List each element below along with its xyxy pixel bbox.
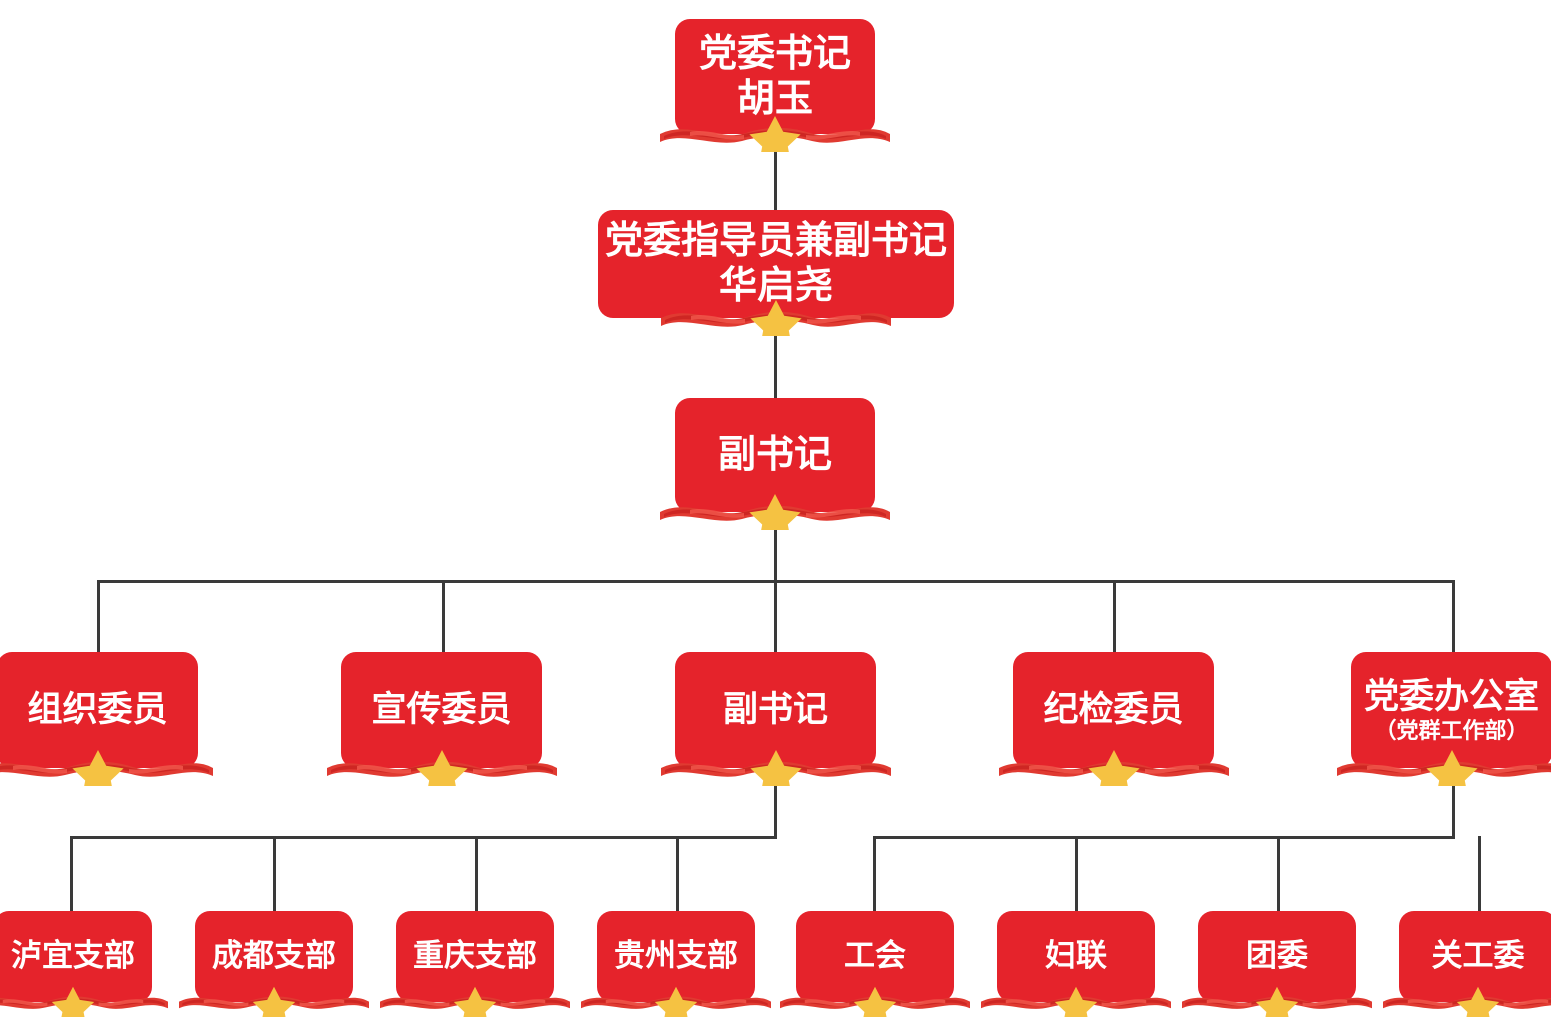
connector-secretary-to-instructor — [774, 132, 777, 210]
node-propaganda-member-box: 宣传委员 — [341, 652, 542, 768]
node-care-committee-box: 关工委 — [1399, 911, 1551, 1002]
node-branch-chongqing[interactable]: 重庆支部 — [380, 911, 570, 1017]
connector-instructor-to-deputy — [774, 316, 777, 398]
node-organization-member[interactable]: 组织委员 — [0, 652, 213, 786]
node-party-office-subtitle: （党群工作部） — [1374, 717, 1529, 743]
connector-mass-bus-to-womens-federation — [1075, 836, 1078, 914]
node-youth-league-title: 团委 — [1246, 938, 1308, 974]
connector-party-office-to-mass-bus — [1452, 770, 1455, 839]
node-party-office-box: 党委办公室 （党群工作部） — [1351, 652, 1551, 768]
connector-branch-bus-to-chengdu — [273, 836, 276, 914]
connector-branch-bus-left — [70, 836, 777, 839]
node-branch-luyi-box: 泸宜支部 — [0, 911, 152, 1002]
connector-branch-bus-to-guizhou — [676, 836, 679, 914]
connector-bus-to-organization-member — [97, 580, 100, 652]
node-discipline-member-box: 纪检委员 — [1013, 652, 1214, 768]
node-party-secretary-title: 党委书记 — [698, 32, 851, 75]
node-organization-member-box: 组织委员 — [0, 652, 198, 768]
node-branch-chongqing-title: 重庆支部 — [413, 938, 537, 974]
connector-bus-to-party-office — [1452, 580, 1455, 652]
node-womens-federation[interactable]: 妇联 — [981, 911, 1171, 1017]
connector-bus-to-deputy-mid — [774, 580, 777, 652]
node-deputy-secretary-top-box: 副书记 — [675, 398, 875, 512]
node-deputy-secretary-mid[interactable]: 副书记 — [660, 652, 891, 786]
node-youth-league[interactable]: 团委 — [1182, 911, 1372, 1017]
connector-branch-bus-to-luyi — [70, 836, 73, 914]
connector-mass-bus-right — [873, 836, 1455, 839]
node-branch-guizhou-title: 贵州支部 — [614, 938, 738, 974]
node-party-office[interactable]: 党委办公室 （党群工作部） — [1336, 652, 1551, 786]
node-party-instructor-box: 党委指导员兼副书记 华启尧 — [598, 210, 954, 318]
connector-mass-bus-to-youth-league — [1277, 836, 1280, 914]
connector-deputy-mid-to-branch-bus — [774, 770, 777, 839]
node-care-committee[interactable]: 关工委 — [1383, 911, 1551, 1017]
node-propaganda-member[interactable]: 宣传委员 — [326, 652, 557, 786]
node-party-secretary-box: 党委书记 胡玉 — [675, 19, 875, 134]
node-branch-guizhou[interactable]: 贵州支部 — [581, 911, 771, 1017]
node-care-committee-title: 关工委 — [1431, 938, 1525, 974]
node-deputy-secretary-top[interactable]: 副书记 — [660, 398, 890, 530]
node-youth-league-box: 团委 — [1198, 911, 1356, 1002]
node-womens-federation-title: 妇联 — [1045, 938, 1107, 974]
node-propaganda-member-title: 宣传委员 — [371, 690, 512, 730]
node-party-instructor-title: 党委指导员兼副书记 — [604, 220, 947, 263]
node-labor-union-title: 工会 — [844, 938, 906, 974]
connector-branch-bus-to-chongqing — [475, 836, 478, 914]
node-branch-chengdu-title: 成都支部 — [212, 938, 336, 974]
node-labor-union[interactable]: 工会 — [780, 911, 970, 1017]
connector-bus-to-propaganda-member — [442, 580, 445, 652]
node-party-secretary-name: 胡玉 — [736, 77, 813, 120]
node-branch-guizhou-box: 贵州支部 — [597, 911, 755, 1002]
node-branch-chengdu-box: 成都支部 — [195, 911, 353, 1002]
node-party-office-title: 党委办公室 — [1363, 677, 1539, 717]
node-organization-member-title: 组织委员 — [27, 690, 168, 730]
node-branch-luyi[interactable]: 泸宜支部 — [0, 911, 168, 1017]
node-branch-chongqing-box: 重庆支部 — [396, 911, 554, 1002]
connector-mass-bus-to-labor-union — [873, 836, 876, 914]
node-discipline-member-title: 纪检委员 — [1043, 690, 1184, 730]
connector-deputy-to-bus — [774, 510, 777, 582]
connector-mass-bus-to-care-committee — [1478, 836, 1481, 914]
node-branch-chengdu[interactable]: 成都支部 — [179, 911, 369, 1017]
connector-bus-to-discipline-member — [1113, 580, 1116, 652]
node-womens-federation-box: 妇联 — [997, 911, 1155, 1002]
node-discipline-member[interactable]: 纪检委员 — [998, 652, 1229, 786]
node-deputy-secretary-mid-title: 副书记 — [722, 690, 828, 730]
node-branch-luyi-title: 泸宜支部 — [11, 938, 135, 974]
node-party-instructor-name: 华启尧 — [718, 265, 833, 307]
node-deputy-secretary-top-title: 副书记 — [717, 433, 832, 476]
node-party-instructor[interactable]: 党委指导员兼副书记 华启尧 — [598, 210, 954, 336]
node-labor-union-box: 工会 — [796, 911, 954, 1002]
node-party-secretary[interactable]: 党委书记 胡玉 — [660, 19, 890, 152]
node-deputy-secretary-mid-box: 副书记 — [675, 652, 876, 768]
